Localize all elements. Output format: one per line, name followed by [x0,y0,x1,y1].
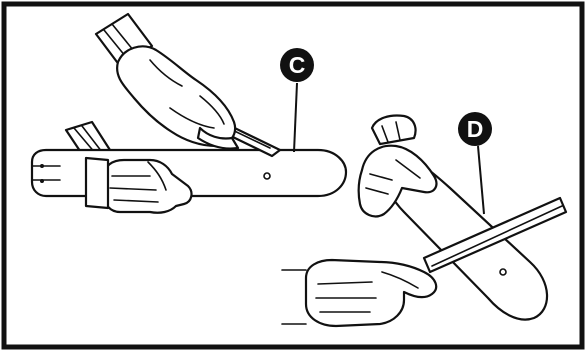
callout-d-leader [478,146,484,214]
scene-d: D [282,112,566,326]
callout-c-leader [294,83,297,152]
callout-c-label: C [289,52,306,78]
callout-c: C [280,48,314,152]
upper-gloved-hand [117,46,238,148]
upper-sleeve-right [372,116,416,145]
bar-hole-rear [40,179,44,183]
callout-d-label: D [467,116,484,142]
bar-hole-front [40,164,44,168]
lower-right-glove [282,260,436,326]
scene-c: C [32,14,346,213]
